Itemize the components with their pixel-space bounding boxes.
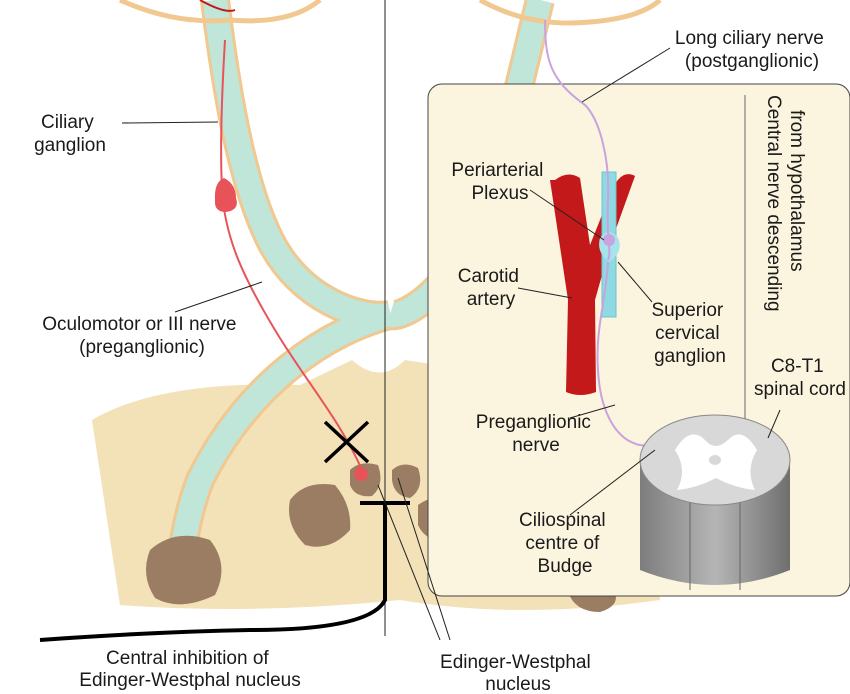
ew-neuron-cell xyxy=(354,467,368,481)
nucleus-oculomotor xyxy=(289,484,351,547)
label-oculomotor-nerve: Oculomotor or III nerve (preganglionic) xyxy=(42,314,242,358)
scg-neuron-cell xyxy=(603,234,615,246)
label-long-ciliary-nerve: Long ciliary nerve (postganglionic) xyxy=(675,28,829,72)
label-edinger-westphal: Edinger-Westphal nucleus xyxy=(440,652,596,694)
label-central-inhibition: Central inhibition of Edinger-Westphal n… xyxy=(79,648,300,691)
label-periarterial-plexus: Periarterial Plexus xyxy=(451,160,548,204)
labels: Ciliary ganglion Oculomotor or III nerve… xyxy=(34,28,846,694)
label-ciliospinal-centre: Ciliospinal centre of Budge xyxy=(519,510,611,577)
spinal-cord-segment xyxy=(639,414,791,590)
label-superior-cervical-ganglion: Superior cervical ganglion xyxy=(651,300,728,367)
lesion-cross-icon xyxy=(323,420,370,464)
label-carotid-artery: Carotid artery xyxy=(458,266,525,310)
nucleus-edinger-westphal-left xyxy=(350,463,381,497)
leader-lines xyxy=(121,47,781,641)
nucleus-left-large xyxy=(146,535,222,605)
nucleus-edinger-westphal-right xyxy=(392,464,421,498)
label-preganglionic-nerve: Preganglionic nerve xyxy=(476,412,596,456)
ciliary-ganglion-cell xyxy=(214,178,237,212)
label-central-nerve-descending: Central nerve descending from hypothalam… xyxy=(763,95,807,317)
label-spinal-cord: C8-T1 spinal cord xyxy=(754,356,846,400)
label-ciliary-ganglion: Ciliary ganglion xyxy=(34,112,106,156)
parasympathetic-nerve xyxy=(214,39,368,481)
